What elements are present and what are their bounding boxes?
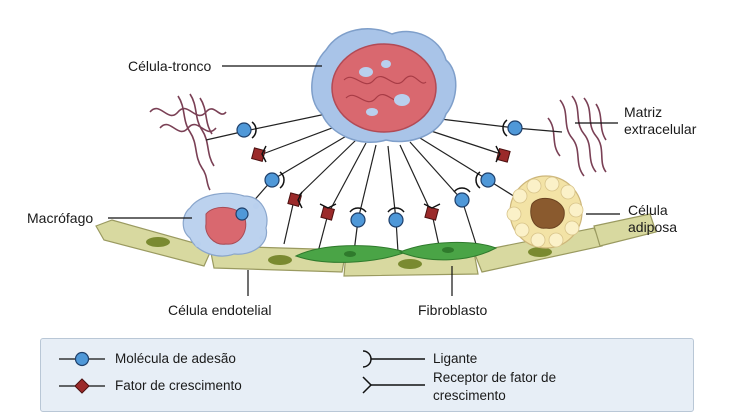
stem-cell-label: Célula-tronco xyxy=(128,58,211,74)
adhesion-molecule xyxy=(454,188,470,207)
adhesion-molecule xyxy=(236,208,248,220)
adhesion-molecule xyxy=(388,208,404,227)
diagram-illustration xyxy=(0,0,743,338)
legend-growth-factor-symbol xyxy=(59,379,105,393)
adipose-label-line2: adiposa xyxy=(628,219,677,235)
matrix-fibers-left xyxy=(150,94,226,190)
adhesion-molecule xyxy=(237,122,256,138)
legend-receptor-label-line2: crescimento xyxy=(433,388,506,404)
legend-symbols xyxy=(41,339,693,411)
adhesion-molecule xyxy=(350,208,366,227)
legend-adhesion-symbol xyxy=(59,353,105,366)
fibroblast-label: Fibroblasto xyxy=(418,302,487,318)
stem-cell xyxy=(312,29,456,142)
growth-factor xyxy=(424,204,440,220)
endothelial-label: Célula endotelial xyxy=(168,302,272,318)
legend-adhesion-label: Molécula de adesão xyxy=(115,351,236,367)
legend-box: Molécula de adesão Fator de crescimento … xyxy=(40,338,694,412)
adipose-cell xyxy=(507,176,583,248)
growth-factor xyxy=(496,146,510,162)
legend-ligand-label: Ligante xyxy=(433,351,477,367)
adhesion-molecule xyxy=(503,120,522,136)
macrophage xyxy=(183,193,267,256)
growth-factors xyxy=(252,146,511,220)
matrix-label-line1: Matriz xyxy=(624,104,662,120)
legend-growth-factor-label: Fator de crescimento xyxy=(115,378,242,394)
adipose-label-line1: Célula xyxy=(628,202,668,218)
legend-receptor-symbol xyxy=(363,377,425,393)
growth-factor xyxy=(320,204,336,220)
macrophage-label: Macrófago xyxy=(27,210,93,226)
growth-factor xyxy=(252,146,266,162)
legend-receptor-label-line1: Receptor de fator de xyxy=(433,370,556,386)
matrix-fibers-right xyxy=(548,96,606,176)
matrix-label-line2: extracelular xyxy=(624,121,696,137)
legend-ligand-symbol xyxy=(363,351,425,367)
